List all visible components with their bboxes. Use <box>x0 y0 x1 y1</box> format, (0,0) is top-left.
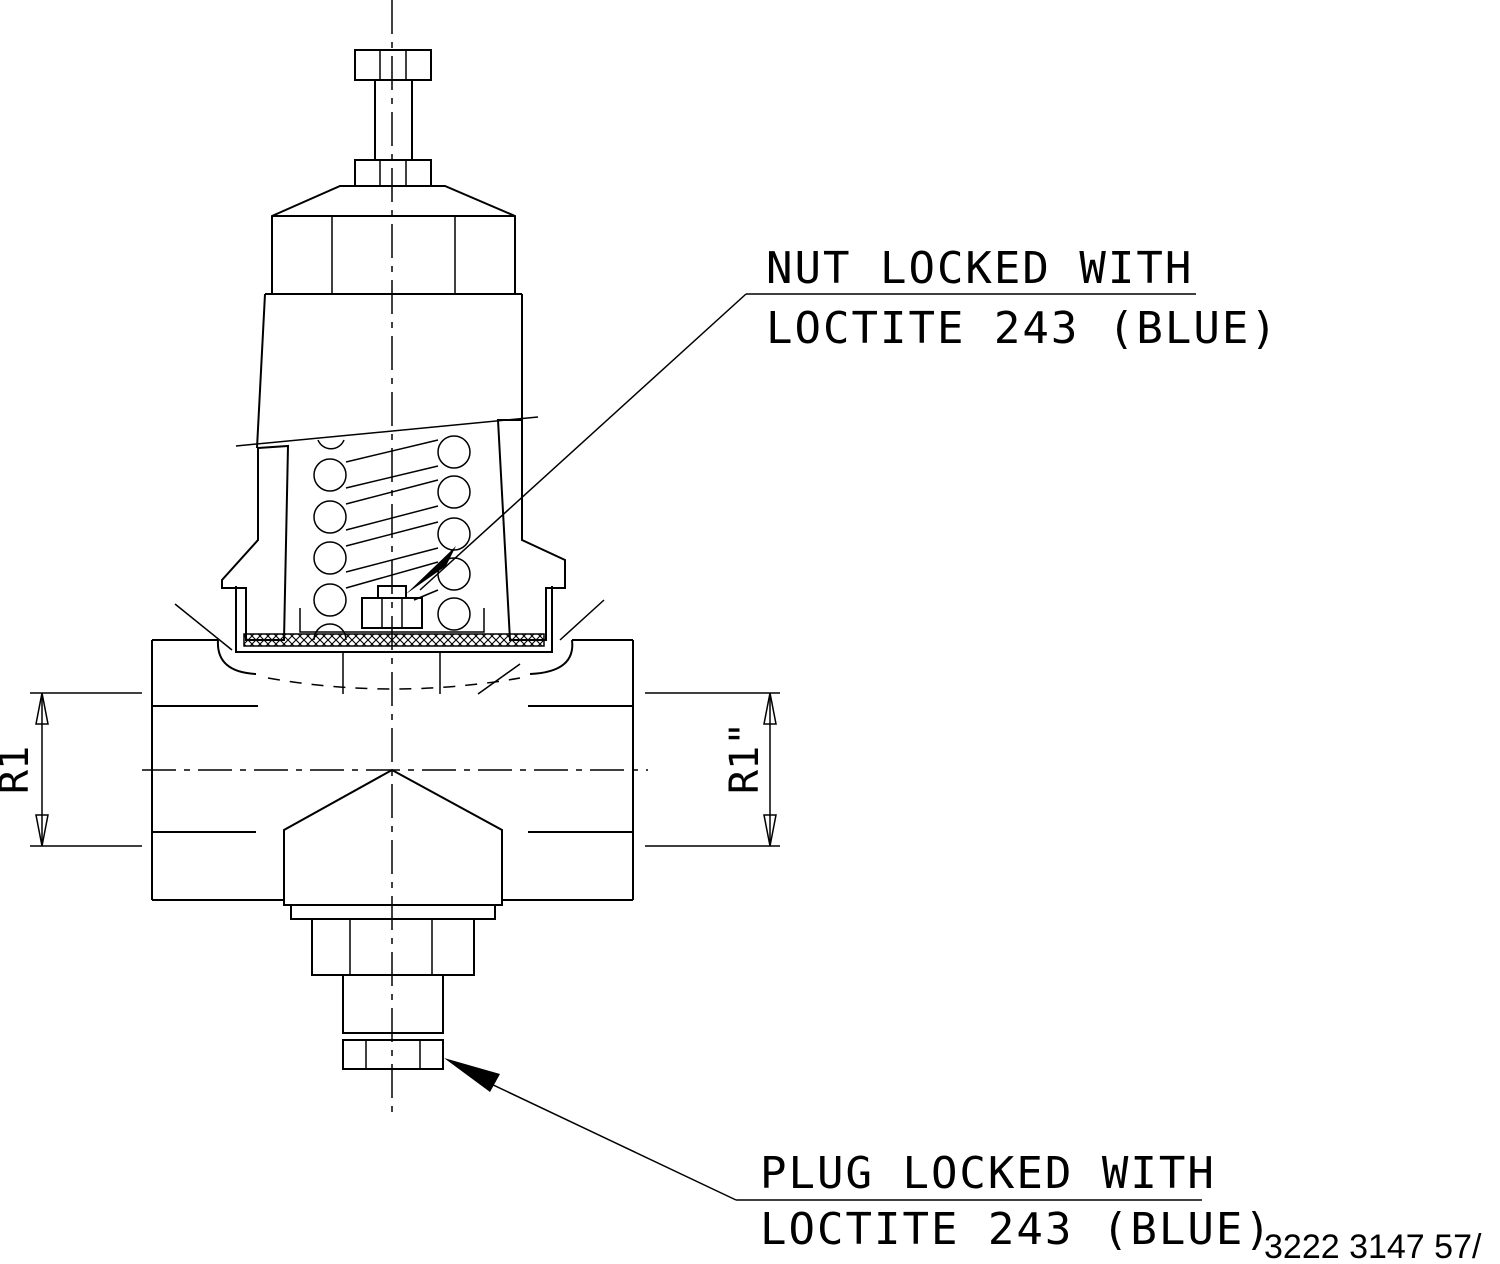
plug-leader <box>444 1058 1202 1201</box>
plug <box>342 1039 444 1070</box>
bonnet-hex <box>271 185 516 295</box>
diaphragm-cup <box>235 586 553 653</box>
bore-lines <box>142 705 648 833</box>
nut-leader <box>406 293 1196 594</box>
spring <box>313 435 471 641</box>
nut-note-line2: LOCTITE 243 (BLUE) <box>766 303 1279 354</box>
dimension-left-port: R1 <box>0 746 38 794</box>
locking-nut <box>361 585 423 629</box>
adjusting-screw <box>354 49 432 187</box>
part-number: 3222 3147 57/ <box>1264 1228 1482 1264</box>
plug-note-line2: LOCTITE 243 (BLUE) <box>760 1204 1273 1255</box>
bonnet-body <box>235 293 539 449</box>
bonnet-section-hatch <box>221 419 566 647</box>
valve-seat <box>283 768 503 920</box>
bottom-hex <box>311 918 475 1034</box>
port-dimension-lines <box>30 692 780 847</box>
dimension-right-port: R1" <box>722 722 768 794</box>
plug-note-line1: PLUG LOCKED WITH <box>760 1148 1216 1199</box>
nut-note-line1: NUT LOCKED WITH <box>766 243 1193 294</box>
